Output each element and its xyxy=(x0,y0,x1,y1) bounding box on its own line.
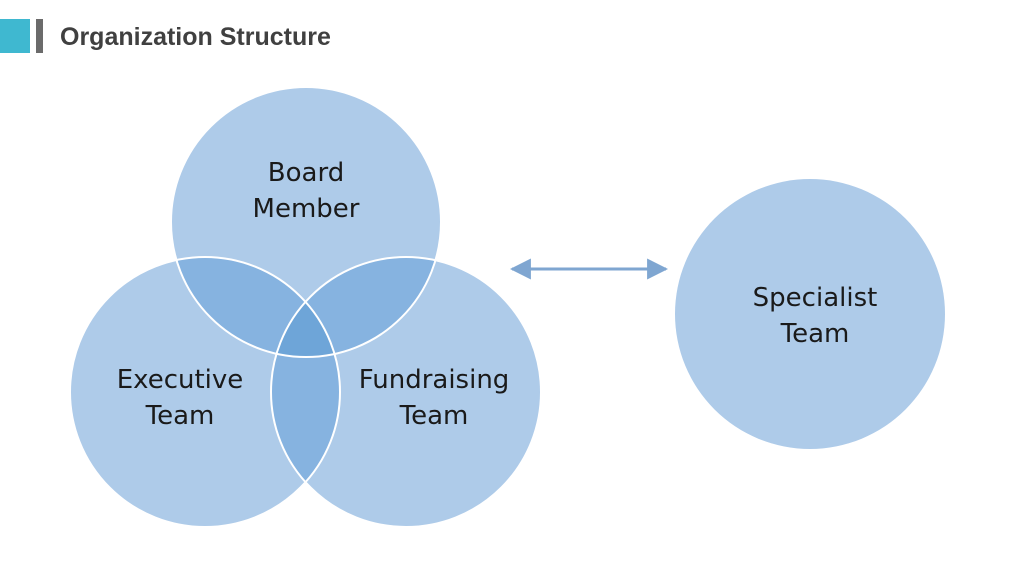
accent-bar xyxy=(36,19,43,53)
label-executive-line2: Team xyxy=(145,401,215,431)
label-board-member: Board Member xyxy=(206,155,406,227)
label-specialist-line2: Team xyxy=(780,319,850,349)
overlap-board-executive xyxy=(171,257,340,357)
overlap-board-fundraising xyxy=(271,257,441,357)
label-board-line2: Member xyxy=(252,194,360,224)
label-specialist-line1: Specialist xyxy=(752,283,878,313)
outline-board xyxy=(170,86,442,358)
label-board-line1: Board xyxy=(267,158,345,188)
label-executive-line1: Executive xyxy=(116,365,244,395)
accent-block xyxy=(0,19,30,53)
outline-executive xyxy=(69,256,341,528)
slide-title: Organization Structure xyxy=(60,23,331,51)
label-fundraising-line1: Fundraising xyxy=(358,365,510,395)
label-fundraising-team: Fundraising Team xyxy=(334,362,534,434)
label-executive-team: Executive Team xyxy=(80,362,280,434)
label-fundraising-line2: Team xyxy=(399,401,469,431)
circle-specialist-team xyxy=(675,179,945,449)
outline-fundraising xyxy=(270,256,542,528)
label-specialist-team: Specialist Team xyxy=(715,280,915,352)
